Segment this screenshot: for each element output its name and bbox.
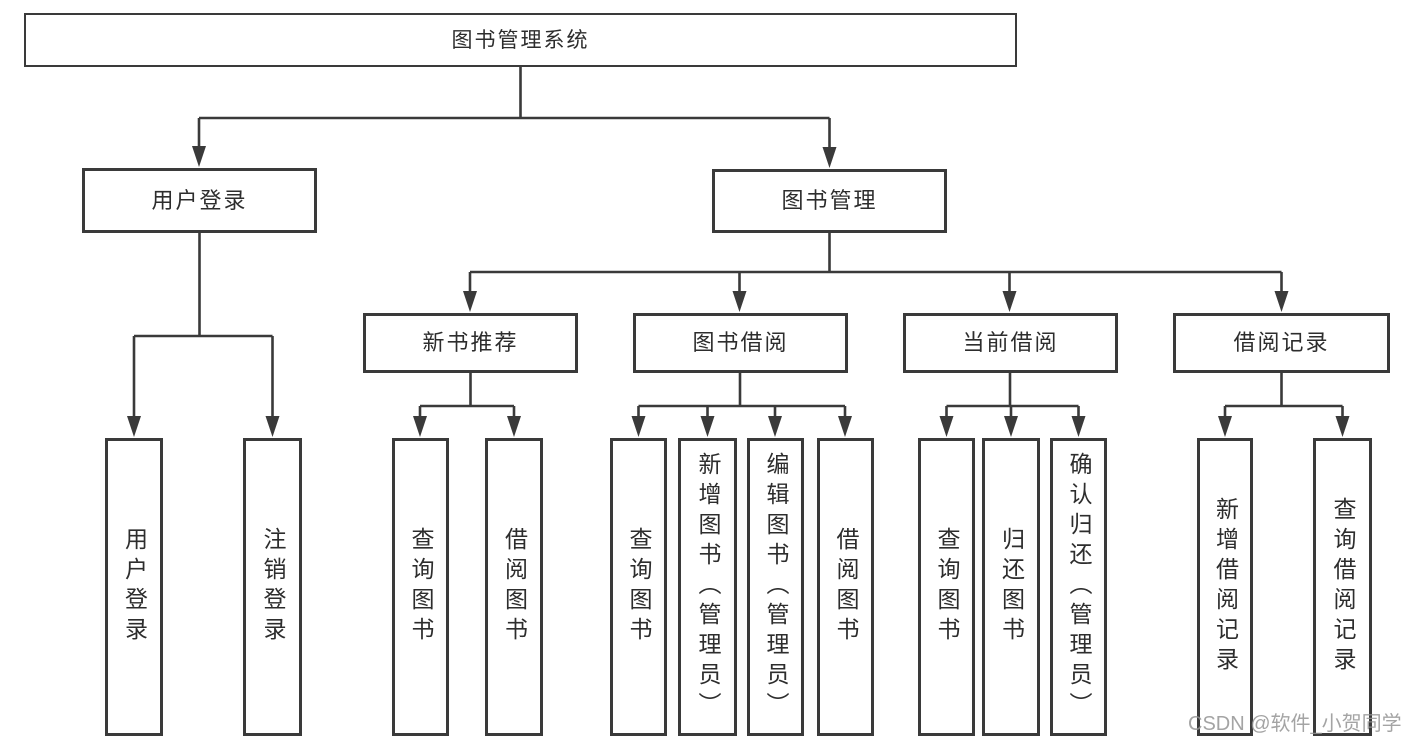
leaf-bb-edit-books-admin: 编辑图书（管理员） [747,438,804,736]
connector-book-management [468,232,1283,294]
node-label: 图书管理系统 [451,28,590,52]
node-label: 编辑图书（管理员） [763,452,789,722]
node-label: 图书借阅 [692,330,789,355]
node-label: 图书管理 [781,188,878,213]
leaf-bb-borrow-books: 借阅图书 [817,438,874,736]
node-new-book-recommend: 新书推荐 [363,313,578,373]
node-label: 查询图书 [934,527,960,647]
leaf-cb-confirm-return-admin: 确认归还（管理员） [1050,438,1107,736]
node-label: 注销登录 [260,527,286,647]
leaf-cb-return-books: 归还图书 [982,438,1040,736]
node-label: 查询图书 [626,527,652,647]
connector-book-borrow [637,373,847,419]
connector-root [197,67,831,150]
leaf-cb-query-books: 查询图书 [918,438,975,736]
node-label: 用户登录 [121,527,148,647]
node-label: 新增借阅记录 [1212,497,1239,677]
node-label: 归还图书 [998,527,1025,647]
arrowheads [127,146,1350,437]
node-label: 新增图书（管理员） [695,452,721,722]
node-label: 新书推荐 [422,330,519,355]
connector-current-borrow [945,373,1080,419]
leaf-br-add-record: 新增借阅记录 [1197,438,1253,736]
node-label: 查询借阅记录 [1330,497,1356,677]
node-label: 借阅记录 [1233,330,1330,355]
node-current-borrow: 当前借阅 [903,313,1118,373]
node-book-management: 图书管理 [712,169,947,233]
node-label: 查询图书 [408,527,434,647]
node-label: 用户登录 [151,187,248,213]
connector-borrow-records [1223,373,1344,419]
leaf-rec-query-books: 查询图书 [392,438,449,736]
leaf-bb-query-books: 查询图书 [610,438,667,736]
leaf-bb-add-books-admin: 新增图书（管理员） [678,438,737,736]
connector-new-book-recommend [418,373,516,419]
node-label: 借阅图书 [833,527,859,647]
node-label: 当前借阅 [962,330,1059,355]
node-user-login: 用户登录 [82,168,317,233]
csdn-watermark: CSDN @软件_小贺同学 [1188,713,1402,735]
leaf-br-query-record: 查询借阅记录 [1313,438,1372,736]
node-borrow-records: 借阅记录 [1173,313,1390,373]
connector-user-login [132,233,274,419]
node-label: 借阅图书 [501,527,528,647]
leaf-user-login: 用户登录 [105,438,163,736]
node-root: 图书管理系统 [24,13,1017,67]
leaf-rec-borrow-books: 借阅图书 [485,438,543,736]
node-label: 确认归还（管理员） [1066,452,1092,722]
node-book-borrow: 图书借阅 [633,313,848,373]
leaf-logout: 注销登录 [243,438,302,736]
